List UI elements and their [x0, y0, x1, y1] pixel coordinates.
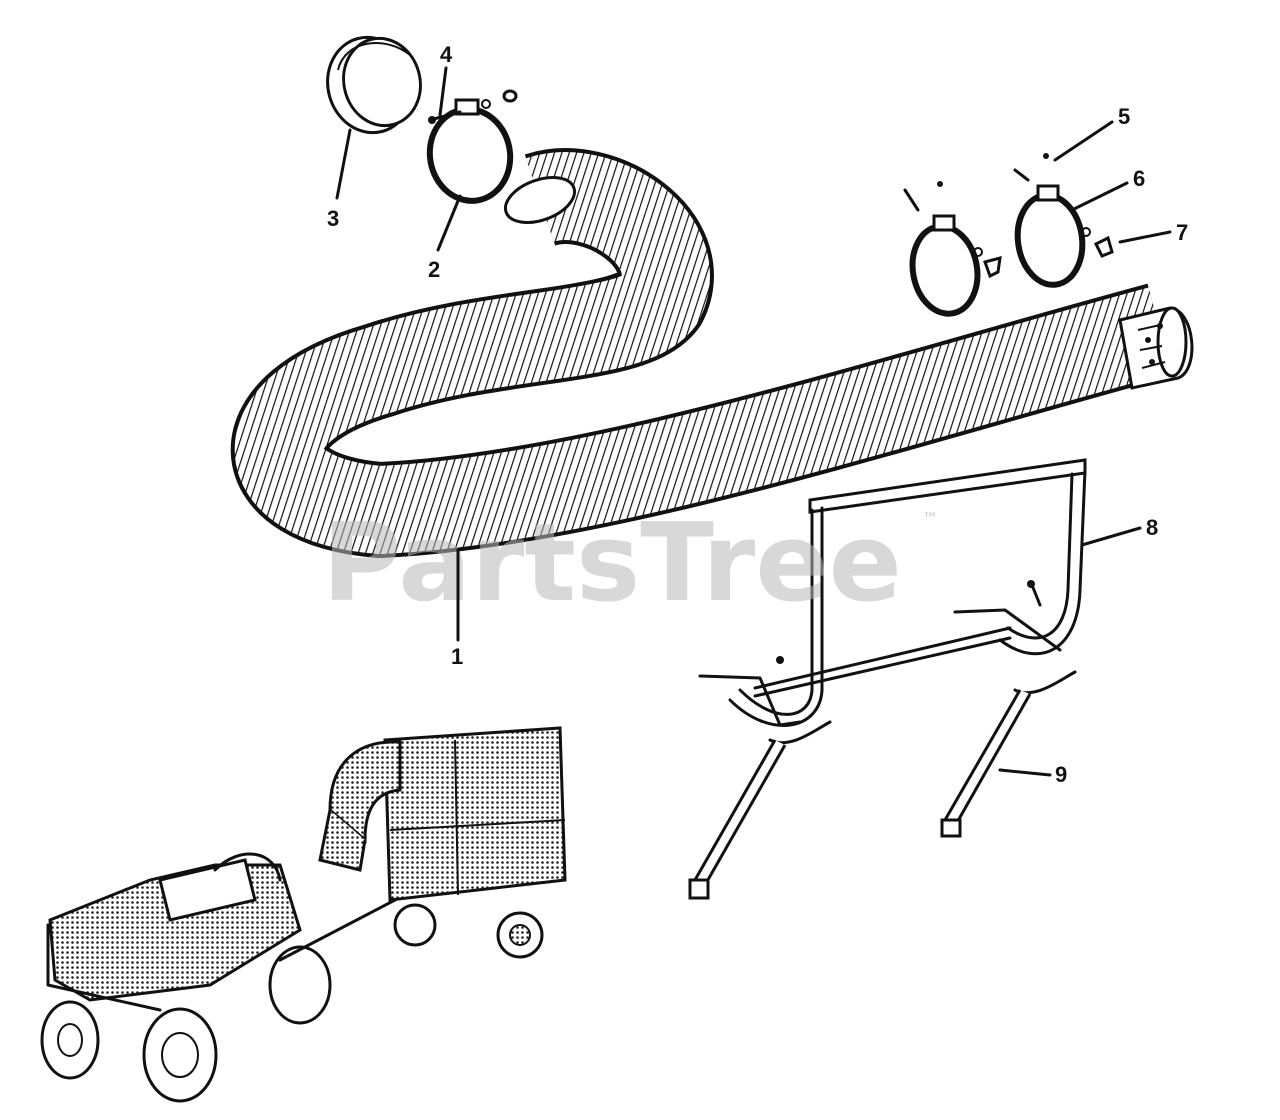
clamp-part-2	[426, 98, 514, 204]
watermark-trademark: ™	[922, 509, 938, 528]
bracket-part-5	[931, 144, 1054, 189]
tractor-vacuum-illustration	[40, 726, 567, 1103]
callout-2: 2	[428, 257, 440, 282]
callout-5: 5	[1118, 104, 1130, 129]
callout-1: 1	[451, 644, 463, 669]
callout-6: 6	[1133, 166, 1145, 191]
watermark: PartsTree ™	[322, 501, 938, 626]
callout-labels: 1 2 3 4 5 6 7 8 9	[327, 42, 1188, 787]
frame-part-8	[698, 458, 1087, 727]
callout-4: 4	[440, 42, 453, 67]
collar-part-3	[326, 35, 422, 135]
hose-nozzle	[1118, 306, 1194, 390]
callout-8: 8	[1146, 515, 1158, 540]
callout-9: 9	[1055, 762, 1067, 787]
watermark-text: PartsTree	[322, 501, 902, 626]
leader-lines	[335, 66, 1172, 777]
callout-3: 3	[327, 206, 339, 231]
hose-part-1	[230, 148, 1194, 558]
bolt-part-4	[428, 89, 518, 124]
clamp-part-6	[903, 168, 1086, 317]
wing-nut-part-7	[973, 227, 1114, 279]
hose-end-upper	[503, 176, 577, 224]
leg-part-9	[688, 670, 1077, 900]
callout-7: 7	[1176, 220, 1188, 245]
